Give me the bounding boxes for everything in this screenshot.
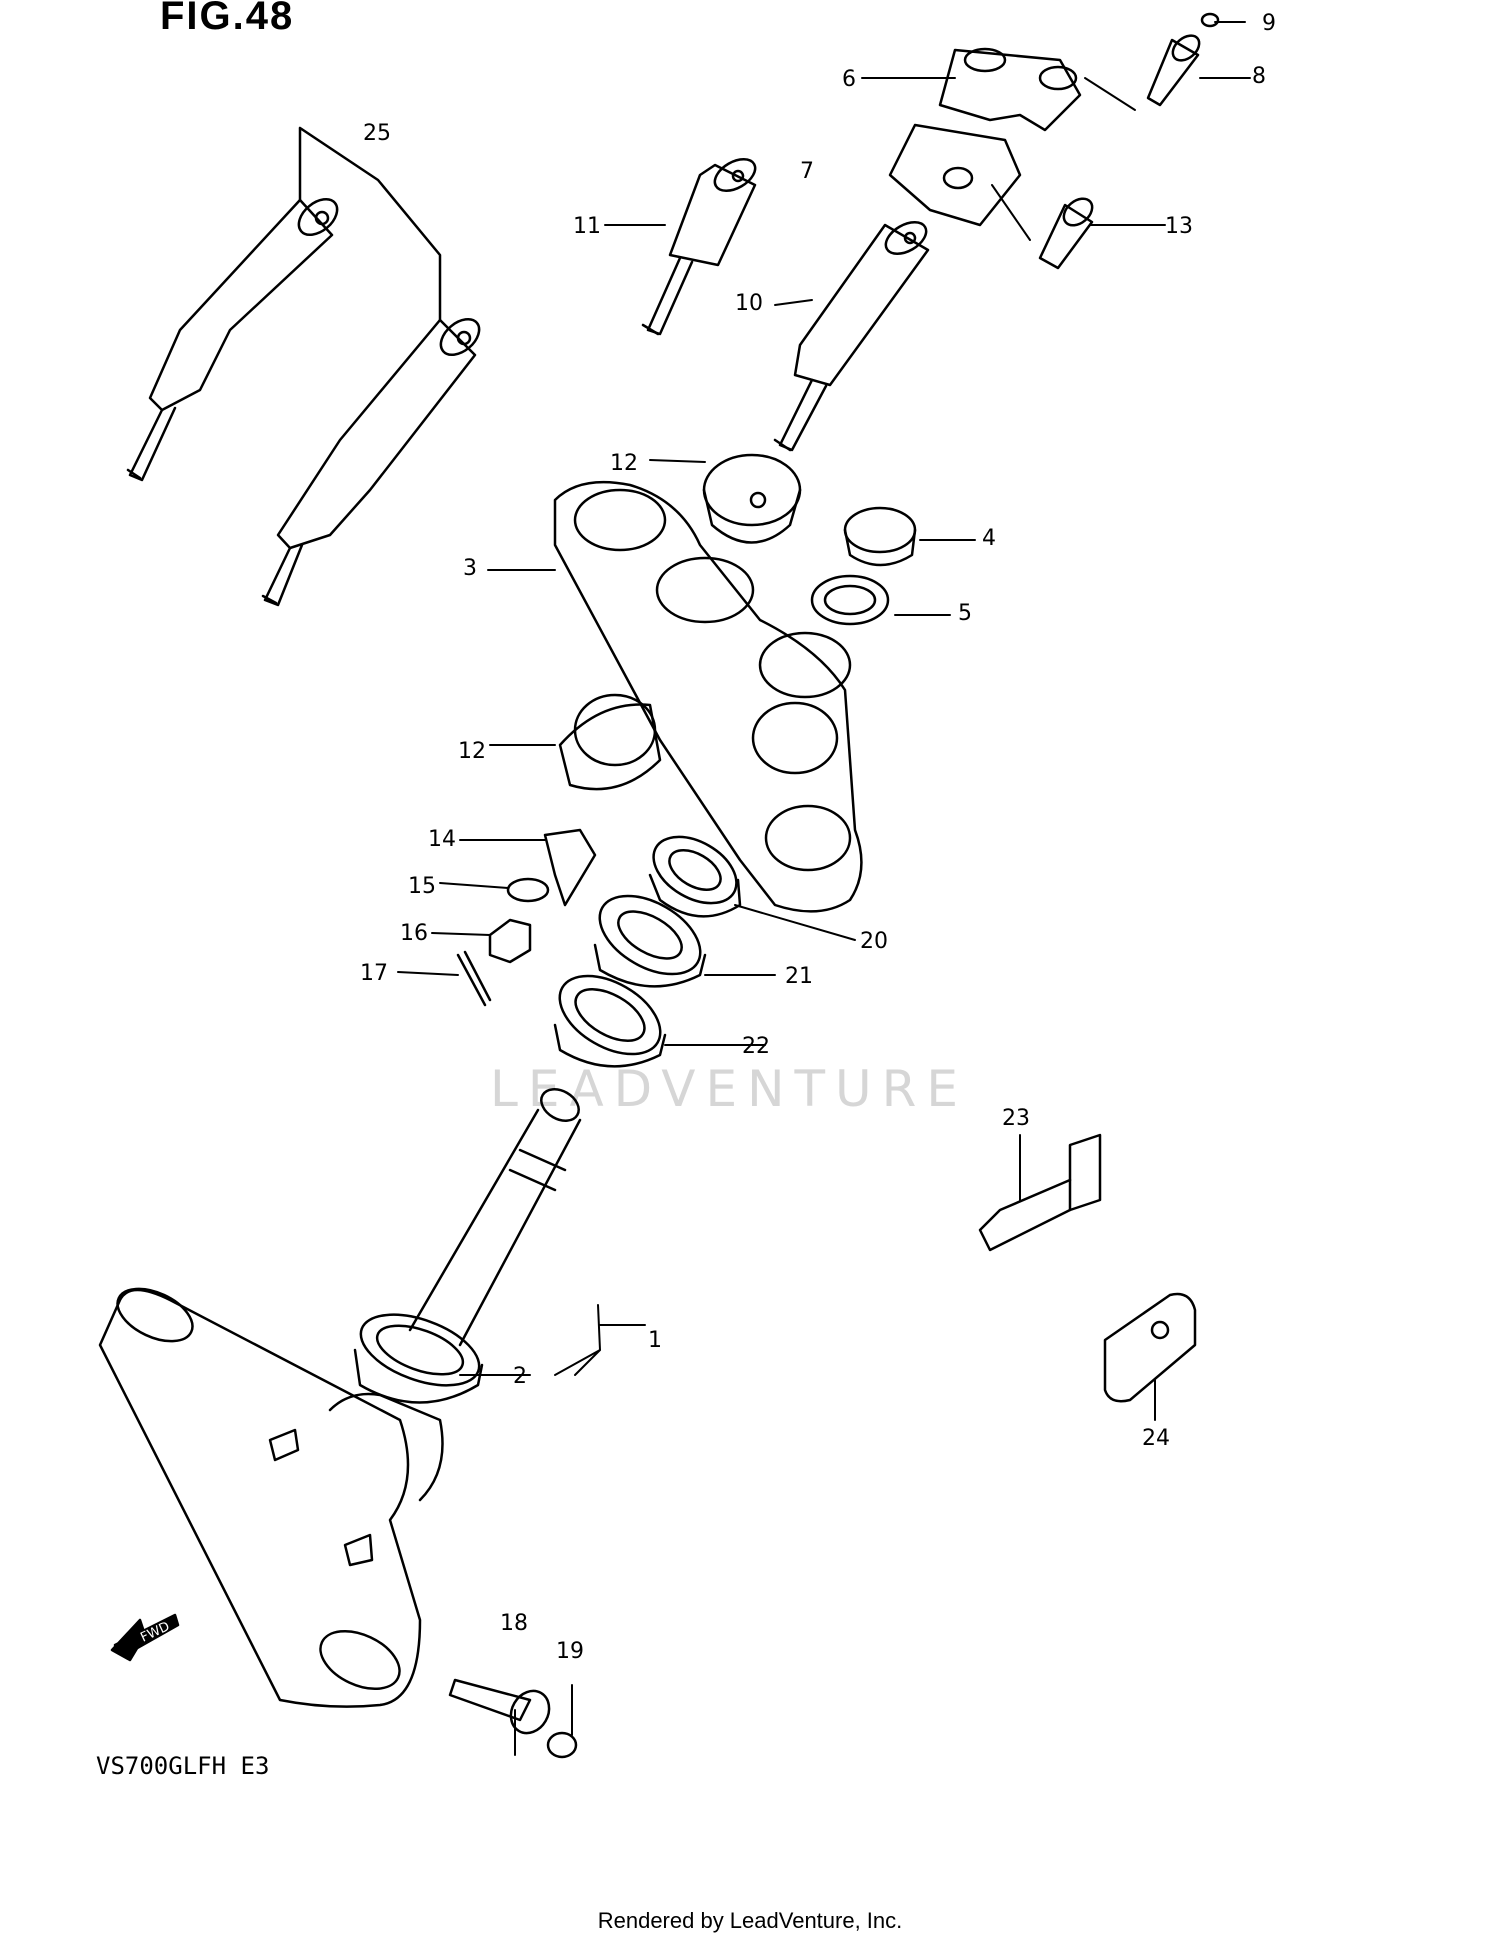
callout-1: 1 xyxy=(648,1328,662,1353)
callout-labels: 1 2 3 4 5 6 7 8 9 10 11 12 12 13 14 15 1… xyxy=(360,11,1276,1664)
callout-5: 5 xyxy=(958,601,972,626)
callout-7: 7 xyxy=(800,159,814,184)
stem-lower-bracket-part xyxy=(98,1088,582,1708)
callout-18: 18 xyxy=(500,1611,528,1636)
cap-nut-19-part xyxy=(546,1731,578,1759)
lower-bearing-2-part xyxy=(353,1313,484,1404)
switch-23-part xyxy=(978,1133,1102,1252)
callout-10: 10 xyxy=(735,291,763,316)
cap-4-part xyxy=(843,506,917,567)
washer-15-part xyxy=(506,877,550,903)
callout-4: 4 xyxy=(982,526,996,551)
callout-14: 14 xyxy=(428,827,456,852)
figure-title: FIG.48 xyxy=(160,0,295,38)
lower-clamp-part xyxy=(888,123,1022,227)
callout-17: 17 xyxy=(360,961,388,986)
forward-arrow-icon: FWD xyxy=(110,1613,180,1662)
callout-12-lower: 12 xyxy=(458,739,486,764)
callout-2: 2 xyxy=(513,1364,527,1389)
handlebar-pair-part xyxy=(126,126,481,607)
callout-15: 15 xyxy=(408,874,436,899)
callout-23: 23 xyxy=(1002,1106,1030,1131)
callout-11: 11 xyxy=(573,214,601,239)
callout-6: 6 xyxy=(842,67,856,92)
clip-14-part xyxy=(543,828,597,907)
washer-5-part xyxy=(810,574,890,626)
damper-lower-part xyxy=(558,693,662,791)
fwd-label: FWD xyxy=(138,1619,172,1645)
callout-3: 3 xyxy=(463,556,477,581)
bolt-18-part xyxy=(448,1678,551,1735)
callout-25: 25 xyxy=(363,121,391,146)
clamp-bolt-13-part xyxy=(1038,197,1094,270)
callout-leaders xyxy=(397,21,1251,1756)
model-code: VS700GLFH E3 xyxy=(96,1752,270,1780)
callout-20: 20 xyxy=(860,929,888,954)
riser-10-part xyxy=(773,221,930,452)
callout-22: 22 xyxy=(742,1034,770,1059)
cotter-pin-17-part xyxy=(456,950,492,1007)
clamp-bolt-8-part xyxy=(1146,34,1201,107)
upper-clamp-part xyxy=(938,47,1082,132)
callout-12-upper: 12 xyxy=(610,451,638,476)
callout-21: 21 xyxy=(785,964,813,989)
callout-16: 16 xyxy=(400,921,428,946)
callout-24: 24 xyxy=(1142,1426,1170,1451)
dust-seal-21-part xyxy=(593,894,707,988)
riser-11-part xyxy=(641,158,757,336)
watermark: LEADVENTURE xyxy=(490,1060,968,1118)
nut-16-part xyxy=(488,918,532,964)
plate-24-part xyxy=(1103,1292,1197,1403)
callout-13: 13 xyxy=(1165,214,1193,239)
damper-upper-part xyxy=(702,453,802,544)
callout-8: 8 xyxy=(1252,64,1266,89)
footer-credit: Rendered by LeadVenture, Inc. xyxy=(597,1908,903,1933)
callout-9: 9 xyxy=(1262,11,1276,36)
upper-bracket-part xyxy=(553,480,863,913)
callout-19: 19 xyxy=(556,1639,584,1664)
bearing-22-part xyxy=(553,974,667,1068)
plug-9-part xyxy=(1200,12,1220,28)
